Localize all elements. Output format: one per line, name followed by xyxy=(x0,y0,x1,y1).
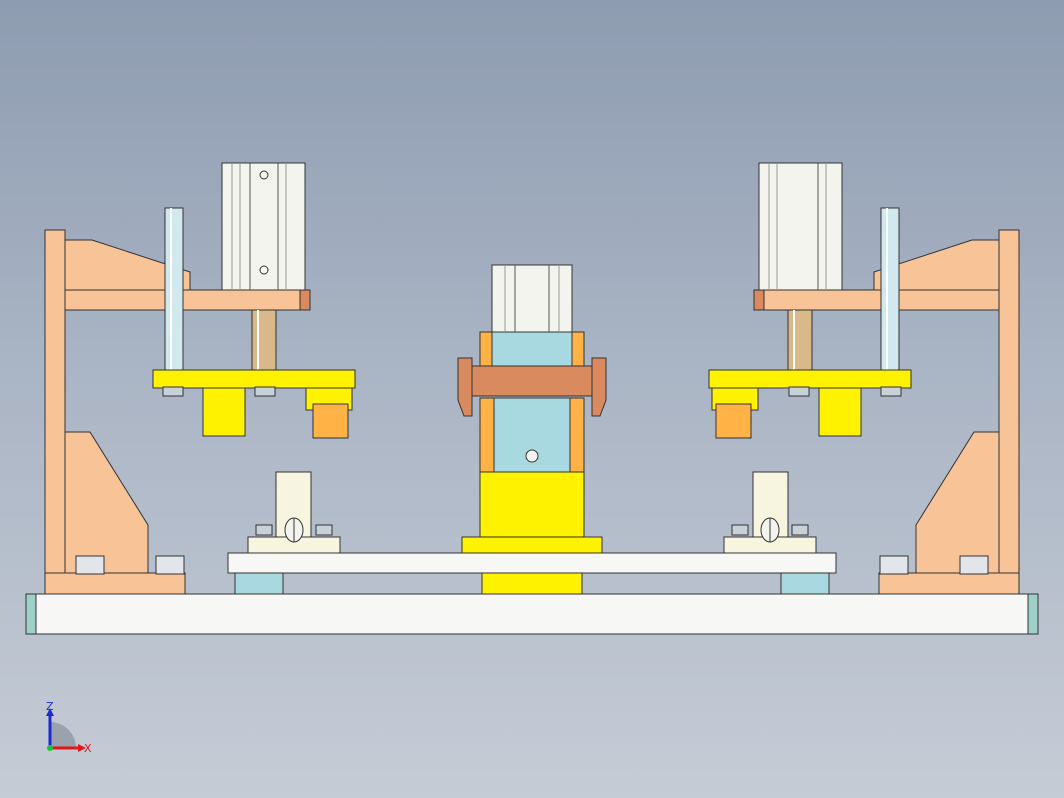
right-clamp-plate[interactable] xyxy=(708,369,912,439)
left-locator-block[interactable] xyxy=(247,471,341,554)
base-plate[interactable] xyxy=(25,593,1039,635)
left-base-bolts xyxy=(75,555,185,575)
z-axis-label: Z xyxy=(46,700,54,713)
left-guide-rod xyxy=(164,207,184,371)
middle-plate[interactable] xyxy=(227,552,837,595)
axis-triad: Z X xyxy=(46,700,92,755)
x-axis-label: X xyxy=(84,742,92,755)
left-frame[interactable] xyxy=(44,229,311,595)
right-frame[interactable] xyxy=(753,229,1020,595)
right-air-cylinder[interactable] xyxy=(758,162,843,371)
right-base-bolts xyxy=(879,555,989,575)
right-guide-rod xyxy=(880,207,900,371)
right-locator-block[interactable] xyxy=(723,471,817,554)
center-gripper-assembly[interactable] xyxy=(457,264,607,595)
left-air-cylinder[interactable] xyxy=(221,162,306,371)
left-clamp-plate[interactable] xyxy=(152,369,356,439)
